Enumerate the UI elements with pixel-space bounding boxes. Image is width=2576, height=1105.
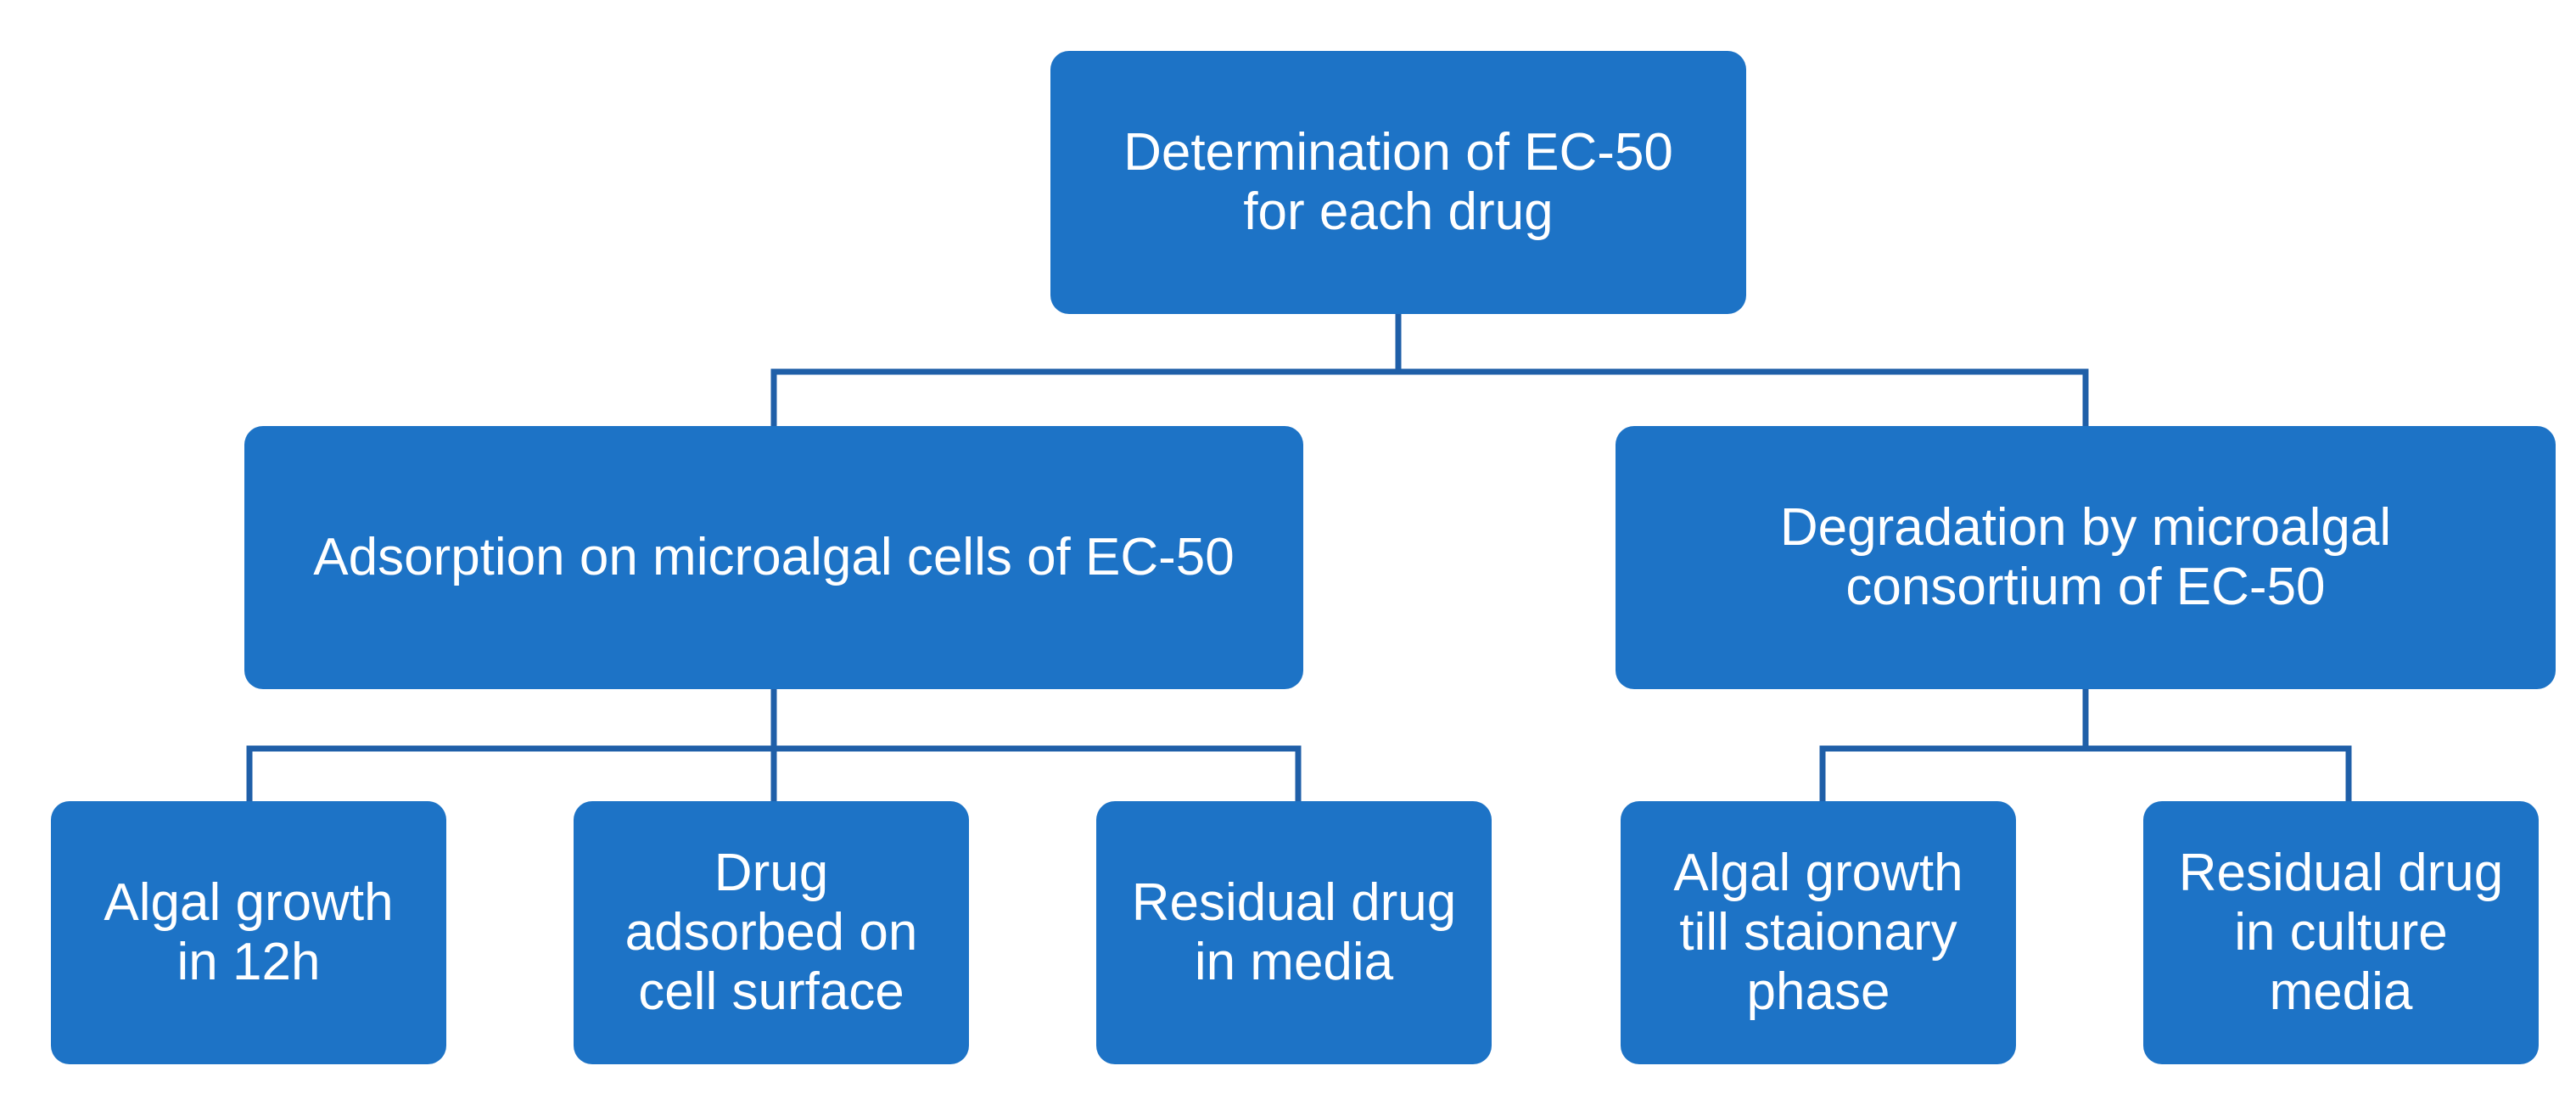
degradation-node-label: Degradation by microalgal consortium of … (1779, 498, 2392, 616)
algal-growth-stationary-label: Algal growth till staionary phase (1673, 844, 1963, 1021)
root-node: Determination of EC-50 for each drug (1050, 51, 1746, 314)
root-node-label: Determination of EC-50 for each drug (1123, 123, 1673, 241)
adsorption-node-label: Adsorption on microalgal cells of EC-50 (313, 528, 1235, 586)
algal-growth-12h-label: Algal growth in 12h (104, 873, 394, 991)
degradation-node: Degradation by microalgal consortium of … (1616, 426, 2556, 689)
residual-drug-media-node: Residual drug in media (1096, 801, 1492, 1064)
residual-drug-culture-node: Residual drug in culture media (2143, 801, 2539, 1064)
adsorption-node: Adsorption on microalgal cells of EC-50 (244, 426, 1303, 689)
residual-drug-culture-label: Residual drug in culture media (2178, 844, 2504, 1021)
algal-growth-stationary-node: Algal growth till staionary phase (1621, 801, 2016, 1064)
residual-drug-media-label: Residual drug in media (1131, 873, 1457, 991)
drug-adsorbed-label: Drug adsorbed on cell surface (624, 844, 918, 1021)
drug-adsorbed-node: Drug adsorbed on cell surface (574, 801, 969, 1064)
algal-growth-12h-node: Algal growth in 12h (51, 801, 446, 1064)
